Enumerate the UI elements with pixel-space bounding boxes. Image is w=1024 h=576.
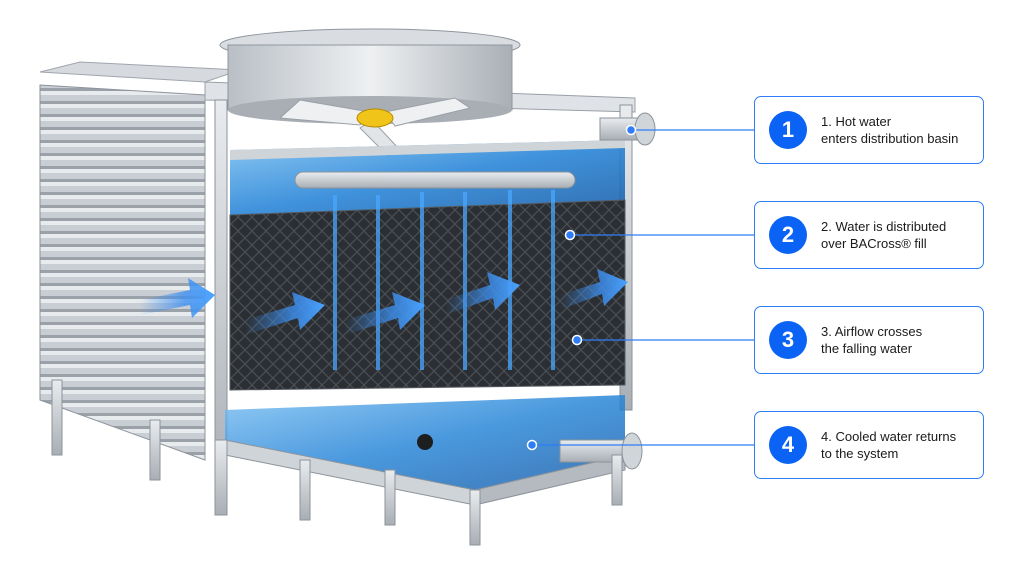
callout-2-text: 2. Water is distributed over BACross® fi… [821,218,946,252]
callout-3-text: 3. Airflow crosses the falling water [821,323,922,357]
callout-2: 2 2. Water is distributed over BACross® … [754,201,984,269]
callout-1: 1 1. Hot water enters distribution basin [754,96,984,164]
water-stream-icon [333,190,555,370]
callout-3-line2: the falling water [821,341,913,356]
callout-4-line1: 4. Cooled water returns [821,429,957,444]
cold-water-basin [224,395,626,506]
distribution-basin [230,140,625,215]
louver-wall [39,61,241,461]
airflow-arrow-icon [140,269,628,335]
callout-1-text: 1. Hot water enters distribution basin [821,113,958,147]
callout-1-line2: enters distribution basin [821,131,959,146]
callout-4-line2: to the system [821,446,899,461]
step-badge-1: 1 [769,111,807,149]
step-badge-4: 4 [769,426,807,464]
callout-1-line1: 1. Hot water [821,114,892,129]
callout-3: 3 3. Airflow crosses the falling water [754,306,984,374]
callout-3-line1: 3. Airflow crosses [821,324,923,339]
step-badge-2: 2 [769,216,807,254]
callout-2-line1: 2. Water is distributed [821,219,947,234]
callout-4-text: 4. Cooled water returns to the system [821,428,956,462]
step-badge-3: 3 [769,321,807,359]
support-legs [51,379,623,546]
leader-dots [526,124,637,451]
fill-media [229,199,626,391]
callout-4: 4 4. Cooled water returns to the system [754,411,984,479]
callout-2-line2: over BACross® fill [821,236,927,251]
leader-lines [532,129,754,446]
